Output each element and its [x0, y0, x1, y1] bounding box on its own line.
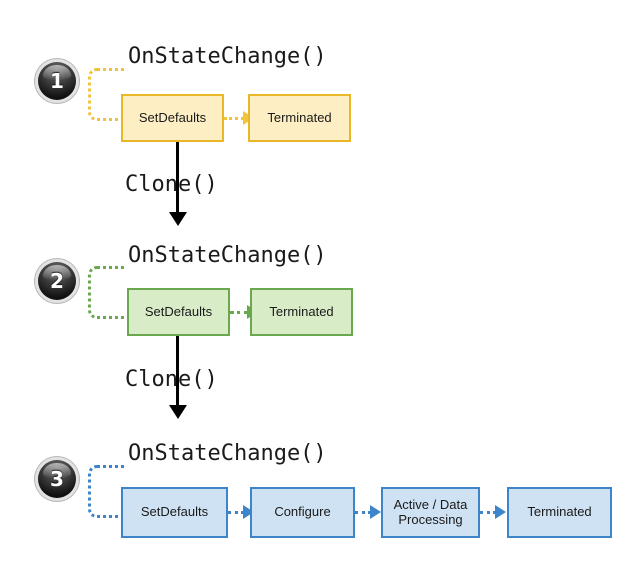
state-box-label: Terminated [527, 504, 592, 520]
onstatechange-label-2: OnStateChange() [128, 243, 327, 268]
step-badge-1-number: 1 [50, 69, 64, 93]
state-box-label: SetDefaults [138, 109, 207, 125]
step-badge-1: 1 [38, 62, 76, 100]
state-box-terminated-1[interactable]: Terminated [248, 94, 351, 142]
state-box-active-data-processing-3[interactable]: Active / Data Processing [381, 487, 480, 538]
clone-arrow-stem-1 [176, 142, 179, 217]
transition-arrow-3-a [228, 505, 258, 519]
state-box-configure-3[interactable]: Configure [250, 487, 355, 538]
clone-arrow-stem-2 [176, 336, 179, 408]
transition-arrow-3-b [355, 505, 385, 519]
arrow-dots [230, 311, 248, 314]
transition-arrow-3-c [480, 505, 510, 519]
step-badge-3-number: 3 [50, 467, 64, 491]
step-badge-2: 2 [38, 262, 76, 300]
arrow-dots [228, 511, 244, 514]
state-box-label: Active / Data Processing [393, 496, 468, 527]
arrow-dots [480, 511, 496, 514]
state-box-setdefaults-1[interactable]: SetDefaults [121, 94, 224, 142]
hook-bracket-1 [88, 68, 124, 121]
arrow-head [243, 505, 254, 519]
arrow-dots [355, 511, 371, 514]
hook-bracket-3 [88, 465, 124, 518]
state-box-label: Configure [274, 504, 331, 520]
step-badge-2-number: 2 [50, 269, 64, 293]
clone-arrow-head-1 [169, 212, 187, 226]
state-box-label: Terminated [269, 303, 334, 319]
arrow-head [370, 505, 381, 519]
state-box-terminated-3[interactable]: Terminated [507, 487, 612, 538]
clone-arrow-head-2 [169, 405, 187, 419]
onstatechange-label-3: OnStateChange() [128, 441, 327, 466]
onstatechange-label-1: OnStateChange() [128, 44, 327, 69]
state-box-terminated-2[interactable]: Terminated [250, 288, 353, 336]
hook-bracket-2 [88, 266, 124, 319]
state-box-label: SetDefaults [144, 303, 213, 319]
state-box-setdefaults-3[interactable]: SetDefaults [121, 487, 228, 538]
arrow-head [495, 505, 506, 519]
clone-label-1: Clone() [125, 172, 218, 197]
step-badge-3: 3 [38, 460, 76, 498]
state-box-label: SetDefaults [140, 504, 209, 520]
state-box-label: Terminated [267, 109, 332, 125]
state-box-setdefaults-2[interactable]: SetDefaults [127, 288, 230, 336]
arrow-dots [224, 117, 244, 120]
clone-label-2: Clone() [125, 367, 218, 392]
